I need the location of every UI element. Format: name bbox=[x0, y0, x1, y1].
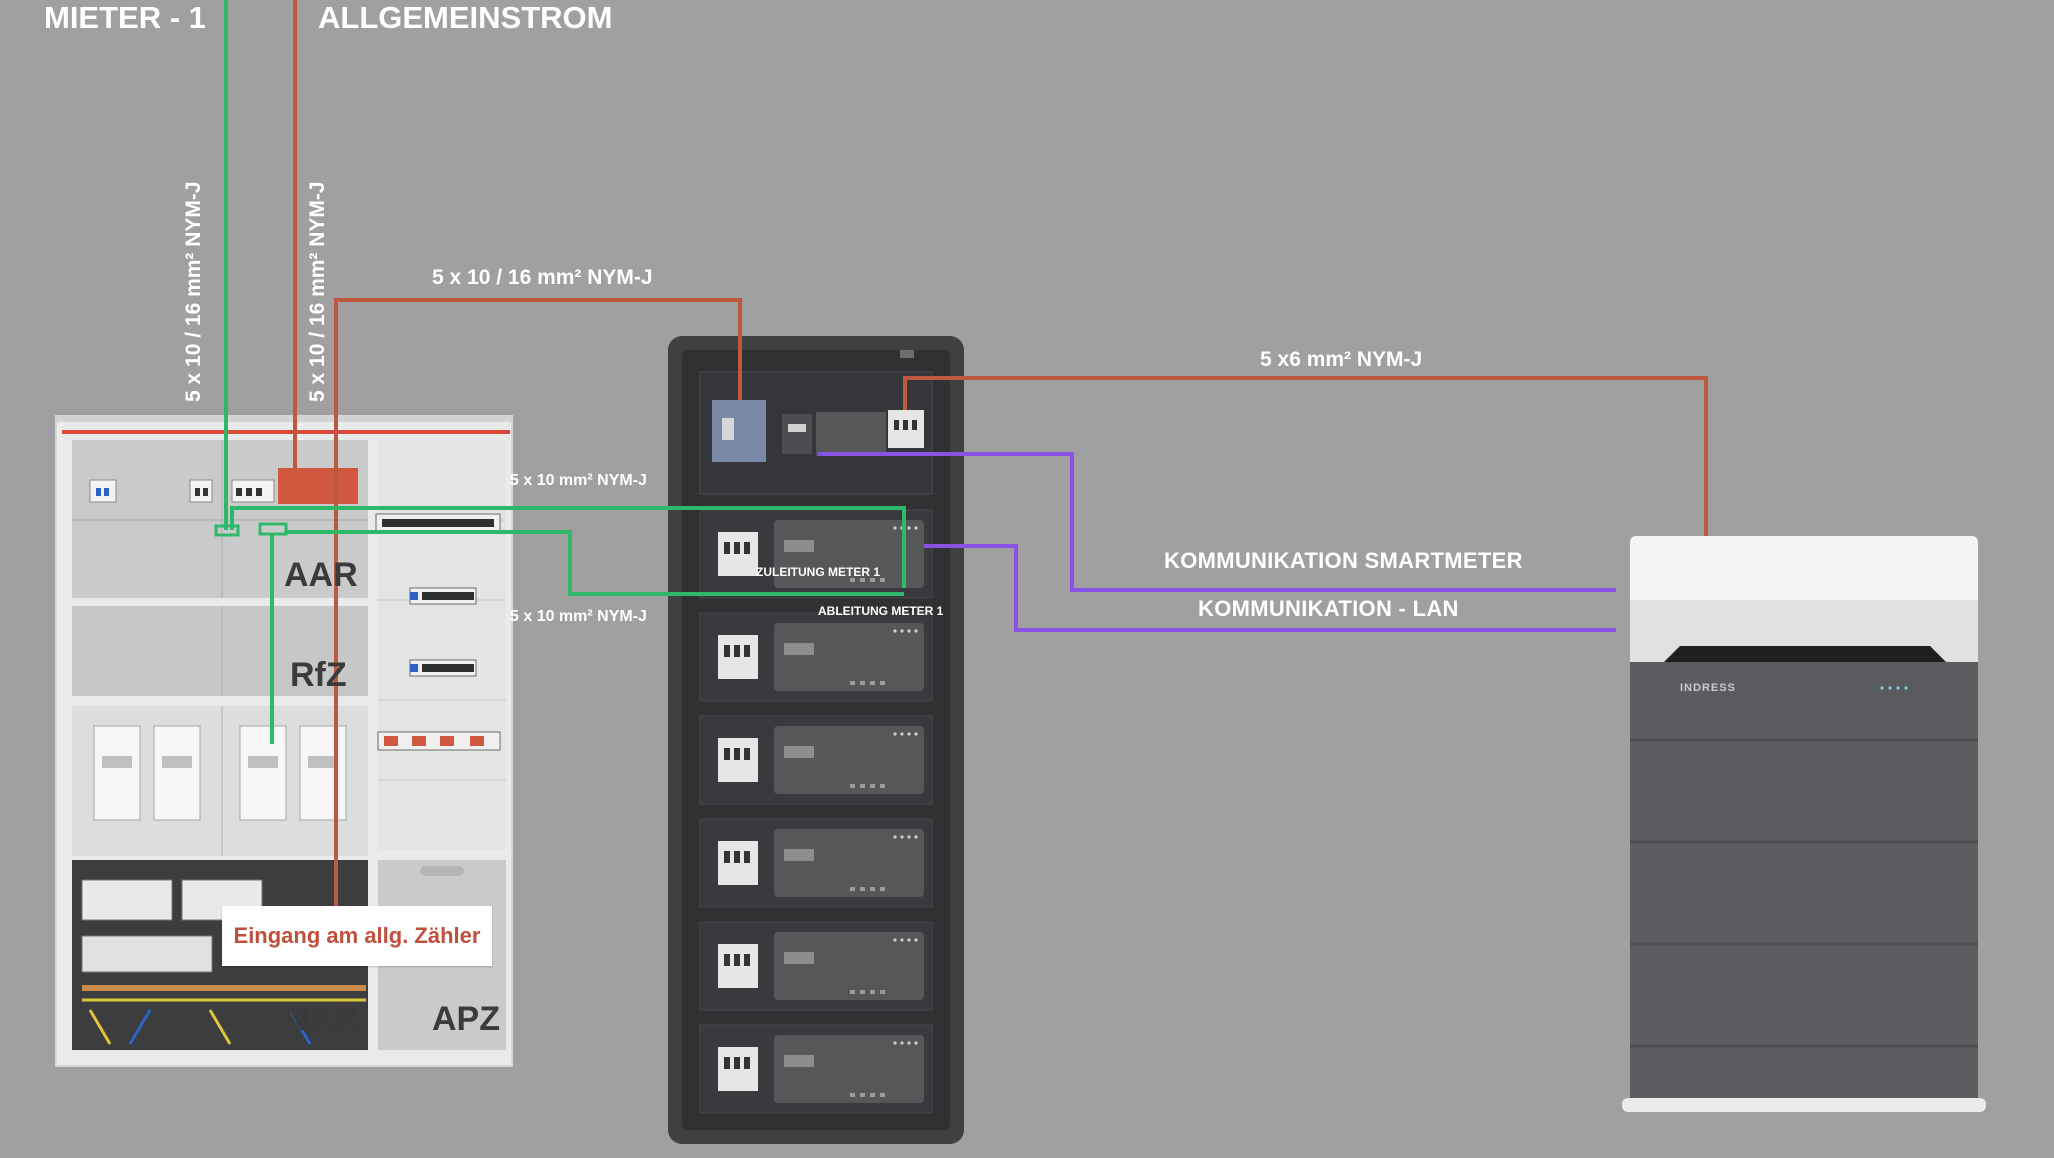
battery-brand: INDRESS bbox=[1680, 682, 1736, 694]
zone-nar: NAR bbox=[284, 1000, 358, 1038]
vertical-cable-label-2: 5 x 10 / 16 mm² NYM-J bbox=[306, 181, 329, 402]
vertical-cable-label-1: 5 x 10 / 16 mm² NYM-J bbox=[182, 181, 205, 402]
comm-lan-label: KOMMUNIKATION - LAN bbox=[1198, 596, 1459, 621]
discharge-meter-label: ABLEITUNG METER 1 bbox=[818, 604, 944, 618]
inverter-modules bbox=[699, 509, 933, 1114]
battery-cable-label: 5 x6 mm² NYM-J bbox=[1260, 348, 1423, 371]
top-cable-label: 5 x 10 / 16 mm² NYM-J bbox=[432, 266, 653, 289]
distribution-cabinet bbox=[55, 415, 513, 1067]
zone-apz: APZ bbox=[432, 1000, 500, 1038]
inverter-box bbox=[774, 932, 924, 1000]
inverter-module-5 bbox=[699, 921, 933, 1011]
zone-aar: AAR bbox=[284, 556, 358, 594]
inverter-module-4 bbox=[699, 818, 933, 908]
zone-rfz: RfZ bbox=[290, 656, 347, 694]
supply-meter-label: ZULEITUNG METER 1 bbox=[756, 565, 881, 579]
power-wires bbox=[293, 0, 1708, 906]
general-power-label: ALLGEMEINSTROM bbox=[318, 0, 613, 35]
inverter-module-3 bbox=[699, 715, 933, 805]
cable-label-upper: 5 x 10 mm² NYM-J bbox=[510, 472, 647, 489]
inverter-box bbox=[774, 726, 924, 794]
comm-wires bbox=[818, 452, 1616, 632]
inverter-module-2 bbox=[699, 612, 933, 702]
cable-label-lower: 5 x 10 mm² NYM-J bbox=[510, 608, 647, 625]
inverter-box bbox=[774, 623, 924, 691]
inverter-module-6 bbox=[699, 1024, 933, 1114]
inverter-module-1 bbox=[699, 509, 933, 599]
inverter-box bbox=[774, 829, 924, 897]
meter-label: MIETER - 1 bbox=[44, 0, 206, 35]
callout-general-meter-input: Eingang am allg. Zähler bbox=[222, 906, 492, 966]
comm-smartmeter-label: KOMMUNIKATION SMARTMETER bbox=[1164, 548, 1523, 573]
inverter-box bbox=[774, 520, 924, 588]
battery-tower bbox=[1622, 536, 1986, 1112]
inverter-box bbox=[774, 1035, 924, 1103]
meter-wires bbox=[214, 0, 906, 744]
